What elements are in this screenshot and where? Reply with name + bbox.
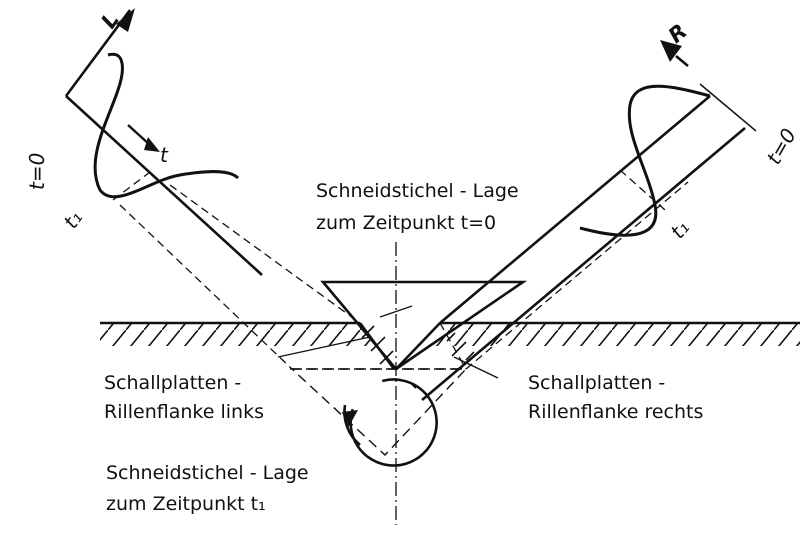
left-channel-label: L xyxy=(96,8,123,33)
right-t1-dashed xyxy=(619,169,666,211)
left-groove-axis xyxy=(65,95,263,276)
right-t1-label: t₁ xyxy=(665,216,694,244)
tip-marker xyxy=(411,383,417,389)
left-time-arrow-head xyxy=(144,137,160,152)
right-lower-dashed xyxy=(465,181,689,370)
left-time-label: t xyxy=(160,143,169,167)
groove-left-label-line1: Schallplatten - xyxy=(104,372,241,394)
right-arrow-head xyxy=(660,40,682,62)
left-t1-dashed xyxy=(119,204,293,370)
left-arrow-head xyxy=(116,8,135,32)
right-arrow-shaft xyxy=(675,55,689,67)
stylus-t0-label-line1: Schneidstichel - Lage xyxy=(316,180,519,202)
record-surface xyxy=(100,321,800,346)
right-t0-tick xyxy=(699,83,757,132)
left-t0-label: t=0 xyxy=(25,153,49,190)
stylus-t1-triangle xyxy=(290,368,468,456)
stylus-t0-label-line2: zum Zeitpunkt t=0 xyxy=(316,212,496,234)
rotation-arrow-head xyxy=(342,410,358,428)
leader-lines xyxy=(277,305,499,379)
right-groove-axis xyxy=(439,95,711,324)
left-channel xyxy=(64,8,361,370)
left-t0-dashed xyxy=(169,184,361,324)
stylus-t0-triangle xyxy=(320,280,528,371)
rotation-circle xyxy=(342,378,438,467)
right-outer-axis xyxy=(421,127,746,401)
left-t1-label: t₁ xyxy=(58,206,87,233)
left-waveform xyxy=(93,52,240,199)
right-t0-label: t=0 xyxy=(762,124,800,168)
stylus-t1-label-line1: Schneidstichel - Lage xyxy=(106,462,309,484)
groove-right-label-line2: Rillenflanke rechts xyxy=(528,401,703,423)
stylus-t1-label-line2: zum Zeitpunkt t₁ xyxy=(106,493,266,515)
left-time-arrow-shaft xyxy=(127,124,151,146)
right-waveform xyxy=(579,84,711,237)
groove-left-label-line2: Rillenflanke links xyxy=(104,401,264,423)
groove-right-label-line1: Schallplatten - xyxy=(528,372,665,394)
